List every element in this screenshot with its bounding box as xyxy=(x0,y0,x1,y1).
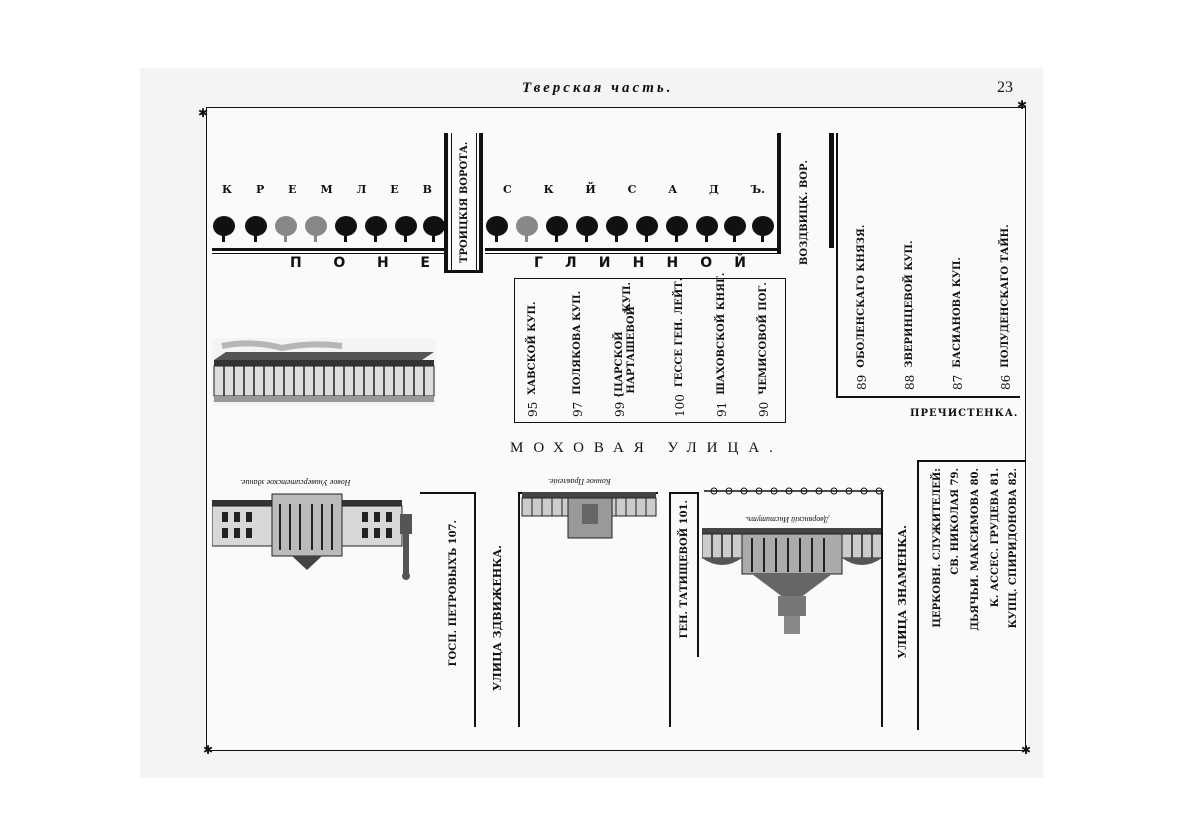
gosp-petrovykh-label: ГОСП. ПЕТРОВЫХЪ 107. xyxy=(448,520,459,667)
corner-star-icon: ✱ xyxy=(1021,743,1032,757)
plot-divider-5-top xyxy=(917,460,1025,462)
plot-divider-1-top xyxy=(420,492,475,494)
building-arena xyxy=(521,492,657,539)
parcel-95: 95 ХАВСКОЙ КУП. xyxy=(526,301,540,417)
tree-icon xyxy=(335,216,357,242)
church-line-5: КУПЦ. СПИРИДОНОВА 82. xyxy=(1008,468,1019,629)
corner-star-icon: ✱ xyxy=(198,106,209,120)
tree-icon xyxy=(752,216,774,242)
tree-icon xyxy=(696,216,718,242)
plot-divider-5 xyxy=(917,460,919,730)
garden-wall-left-inner xyxy=(212,253,448,254)
tree-icon xyxy=(423,216,445,242)
corner-star-icon: ✱ xyxy=(1017,98,1028,112)
parcel-block-right-bottom xyxy=(836,396,1020,398)
plot-divider-4 xyxy=(881,492,883,727)
caption-institute: Дворянскій Институтъ. xyxy=(745,515,829,524)
plot-divider-3b xyxy=(697,492,699,657)
tree-icon xyxy=(576,216,598,242)
gate-wall-left-inner xyxy=(451,133,452,273)
parcel-88: 88 ЗВЕРИНЦЕВОЙ КУП. xyxy=(903,240,917,390)
garden-wall-end xyxy=(777,133,781,254)
vozdvizh-wall xyxy=(829,133,834,248)
caption-arena: Конное Правленіе. xyxy=(548,477,611,486)
tree-icon xyxy=(516,216,538,242)
building-manege xyxy=(212,338,436,406)
tree-icon xyxy=(606,216,628,242)
parcel-99-b: НАРТАШЕВОЙ xyxy=(626,306,637,394)
tree-icon xyxy=(486,216,508,242)
corner-star-icon: ✱ xyxy=(203,743,214,757)
caption-university: Новое Университетское здание. xyxy=(240,478,351,487)
gate-wall-right-inner xyxy=(476,133,477,273)
building-institute xyxy=(702,528,883,634)
parcel-87: 87 БАСИАНОВА КУП. xyxy=(951,257,965,390)
page-number: 23 xyxy=(997,79,1013,96)
tree-icon xyxy=(365,216,387,242)
tree-icon xyxy=(305,216,327,242)
tree-icon xyxy=(546,216,568,242)
parcel-89: 89 ОБОЛЕНСКАГО КНЯЗЯ. xyxy=(855,224,869,390)
prechistenka-label: ПРЕЧИСТЕНКА. xyxy=(910,408,1019,419)
tree-icon xyxy=(636,216,658,242)
gen-tatishchevoy-label: ГЕН. ТАТИЩЕВОЙ 101. xyxy=(679,500,690,639)
gate-wall-left xyxy=(444,133,448,273)
plot-divider-3-top xyxy=(669,492,699,494)
tree-row-left xyxy=(213,216,445,242)
church-line-2: СВ. НИКОЛАЯ 79. xyxy=(950,468,961,575)
parcel-86: 86 ПОЛУДЕНСКАГО ТАЙН. xyxy=(999,224,1013,390)
tree-row-right xyxy=(486,216,774,242)
tree-icon xyxy=(213,216,235,242)
page-header-title: Тверская часть. xyxy=(522,80,674,96)
fence-ornament xyxy=(704,487,884,495)
ulitsa-znamenka-label: УЛИЦА ЗНАМЕНКА. xyxy=(896,525,909,659)
parcel-97: 97 ПОЛЯКОВА КУП. xyxy=(571,290,585,417)
parcel-box-left xyxy=(514,278,786,423)
tree-icon xyxy=(666,216,688,242)
garden-wall-right-inner xyxy=(485,253,780,254)
tree-icon xyxy=(724,216,746,242)
church-line-3: ДЬЯЧЬИ. МАКСИМОВА 80. xyxy=(970,468,981,631)
church-line-1: ЦЕРКОВН. СЛУЖИТЕЛЕЙ: xyxy=(932,468,943,628)
garden-wall-right xyxy=(485,248,780,251)
parcel-90: 90 ЧЕМИСОВОЙ ПОГ. xyxy=(757,282,771,417)
parcel-block-right-border xyxy=(836,133,838,397)
gate-wall-bottom xyxy=(444,270,483,273)
trinity-gate-label: ТРОИЦКІЯ ВОРОТА. xyxy=(459,141,470,264)
tree-icon xyxy=(395,216,417,242)
parcel-100: 100 ГЕССЕ ГЕН. ЛЕЙТ. xyxy=(673,277,687,417)
garden-wall-left xyxy=(212,248,448,251)
map-frame xyxy=(206,107,1026,751)
tree-icon xyxy=(275,216,297,242)
parcel-91: 91 ШАХОВСКОЙ КНЯГ. xyxy=(715,272,729,417)
gate-wall-right xyxy=(479,133,483,273)
plot-divider-3 xyxy=(669,492,671,727)
plot-divider-2 xyxy=(518,492,520,727)
plot-divider-1 xyxy=(474,492,476,727)
building-university xyxy=(212,493,412,580)
mokhovaya-street-label: МОХОВАЯ УЛИЦА. xyxy=(510,440,783,456)
vozdvizh-gate-label: ВОЗДВИЦК. ВОР. xyxy=(799,160,810,266)
tree-icon xyxy=(245,216,267,242)
parcel-99-c: КУП. xyxy=(622,282,633,313)
ulitsa-zdvizhenka-label: УЛИЦА ЗДВИЖЕНКА. xyxy=(491,545,504,691)
church-line-4: К. АССЕС. ГРУДЕВА 81. xyxy=(990,468,1001,608)
